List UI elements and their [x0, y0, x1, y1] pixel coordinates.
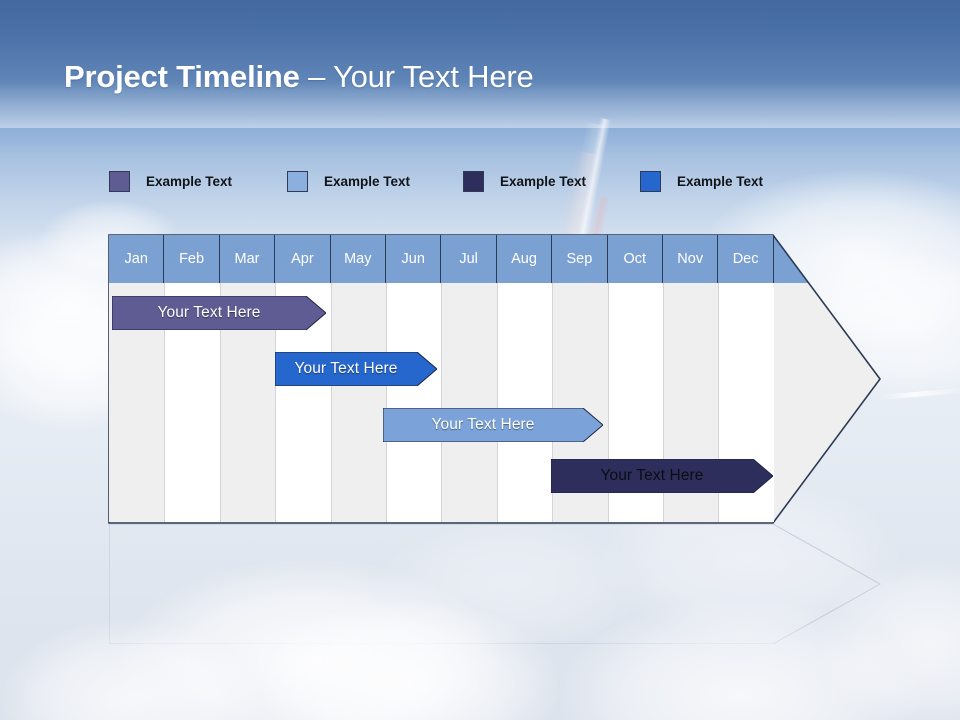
slide-title: Project Timeline – Your Text Here: [64, 59, 534, 95]
legend-swatch-icon: [463, 170, 484, 192]
month-header-feb[interactable]: Feb: [164, 235, 220, 283]
legend-label: Example Text: [324, 173, 411, 189]
month-header-mar[interactable]: Mar: [219, 235, 276, 283]
legend-item-3[interactable]: Example Text: [463, 168, 586, 194]
month-header-nov[interactable]: Nov: [663, 235, 719, 283]
timeline-bar-2[interactable]: Your Text Here: [275, 352, 437, 386]
legend-item-2[interactable]: Example Text: [287, 168, 410, 194]
timeline-bar-shape: [275, 352, 437, 386]
column-separator: [496, 283, 498, 522]
month-header-apr[interactable]: Apr: [275, 235, 331, 283]
timeline-bar-label: Your Text Here: [157, 304, 261, 321]
timeline-bar-3[interactable]: Your Text Here: [383, 408, 603, 442]
month-header-sep[interactable]: Sep: [552, 235, 608, 283]
header-color-band: [0, 0, 960, 128]
column-separator: [441, 283, 443, 522]
legend-swatch-icon: [109, 170, 130, 192]
column-separator: [663, 283, 664, 522]
month-header-may[interactable]: May: [330, 235, 386, 283]
month-header-dec[interactable]: Dec: [718, 235, 774, 283]
timeline-bar-4[interactable]: Your Text Here: [551, 459, 773, 493]
month-header-jun[interactable]: Jun: [386, 235, 442, 283]
column-separator: [330, 283, 332, 522]
column-separator: [552, 283, 554, 522]
legend-item-1[interactable]: Example Text: [109, 168, 232, 194]
title-strong-text: Project Timeline: [64, 59, 300, 94]
month-header-jul[interactable]: Jul: [441, 235, 497, 283]
legend-label: Example Text: [500, 173, 587, 189]
legend-label: Example Text: [677, 173, 764, 189]
title-light-text: – Your Text Here: [299, 59, 534, 94]
month-header-oct[interactable]: Oct: [607, 235, 663, 283]
timeline-bar-label: Your Text Here: [600, 467, 704, 484]
legend: Example Text Example Text Example Text Exam…: [0, 168, 960, 194]
column-separator: [718, 283, 720, 522]
timeline-bar-shape: [112, 296, 326, 330]
legend-swatch-icon: [640, 170, 661, 192]
column-separator: [607, 283, 609, 522]
legend-label: Example Text: [146, 173, 233, 189]
column-separator: [164, 283, 166, 522]
column-separator: [275, 283, 277, 522]
legend-swatch-icon: [287, 170, 308, 192]
month-header-jan[interactable]: Jan: [109, 235, 165, 283]
timeline-bar-label: Your Text Here: [294, 360, 398, 377]
timeline-bar-shape: [383, 408, 603, 442]
legend-item-4[interactable]: Example Text: [640, 168, 763, 194]
timeline-bar-shape: [551, 459, 773, 493]
timeline-bar-label: Your Text Here: [431, 416, 535, 433]
column-separator: [386, 283, 387, 522]
month-header-aug[interactable]: Aug: [496, 235, 553, 283]
timeline-bar-1[interactable]: Your Text Here: [112, 296, 326, 330]
column-separator: [219, 283, 221, 522]
